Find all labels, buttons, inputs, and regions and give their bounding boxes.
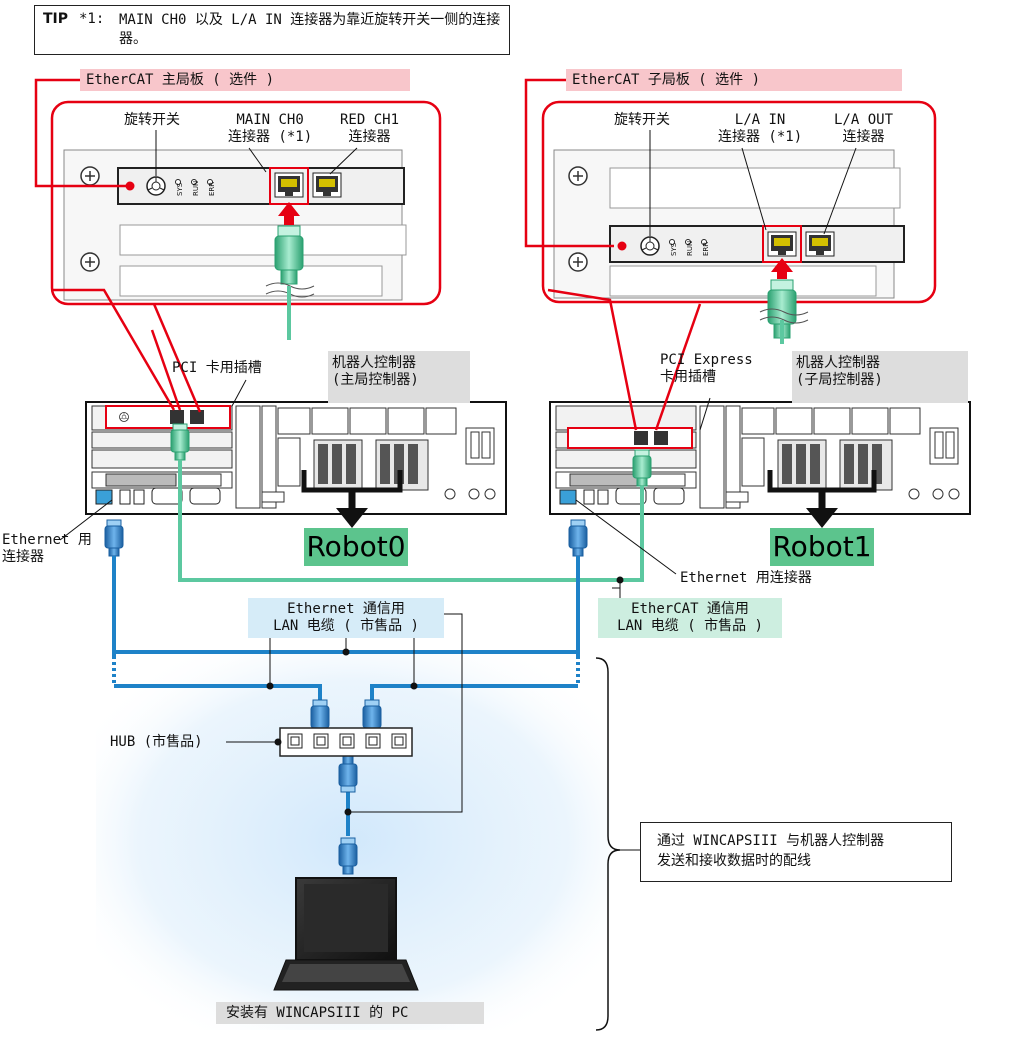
pc-label: 安装有 WINCAPSIII 的 PC — [216, 1002, 484, 1024]
ethernet-cables — [59, 499, 677, 875]
slave-rotary-label: 旋转开关 — [614, 112, 670, 128]
master-led-err: ERR — [208, 181, 216, 196]
master-conn2-label: RED CH1 连接器 — [340, 112, 400, 145]
master-slot-label: PCI 卡用插槽 — [172, 360, 262, 376]
note-box: 通过 WINCAPSIII 与机器人控制器 发送和接收数据时的配线 — [640, 822, 952, 882]
master-controller-label: 机器人控制器 (主局控制器) — [328, 351, 470, 403]
tip-tag: TIP — [43, 11, 69, 27]
tip-number: *1: — [79, 11, 105, 27]
ethercat-cable-label: EtherCAT 通信用 LAN 电缆 ( 市售品 ) — [598, 598, 782, 638]
master-rotary-label: 旋转开关 — [124, 112, 180, 128]
laptop-icon — [273, 877, 419, 991]
master-led-sys: SYS — [176, 182, 184, 196]
master-led-run: RUN — [192, 180, 200, 196]
slave-board-header: EtherCAT 子局板 ( 选件 ) — [566, 69, 902, 91]
slave-controller-label: 机器人控制器 (子局控制器) — [792, 351, 968, 403]
slave-led-err: ERR — [702, 241, 710, 256]
hub — [226, 727, 413, 757]
ethercat-cable — [170, 423, 652, 598]
slave-led-sys: SYS — [670, 242, 678, 256]
slave-conn1-label: L/A IN 连接器 (*1) — [718, 112, 803, 145]
robot0-arrow — [301, 470, 403, 528]
hub-label: HUB (市售品) — [110, 734, 203, 750]
robot0-label: Robot0 — [304, 528, 408, 566]
slave-led-run: RUN — [686, 240, 694, 256]
note-text: 通过 WINCAPSIII 与机器人控制器 发送和接收数据时的配线 — [657, 833, 885, 869]
slave-slot-label: PCI Express 卡用插槽 — [660, 352, 753, 385]
slave-conn2-label: L/A OUT 连接器 — [834, 112, 894, 145]
tip-box: TIP *1: MAIN CH0 以及 L/A IN 连接器为靠近旋转开关一侧的… — [34, 5, 510, 55]
master-board-header: EtherCAT 主局板 ( 选件 ) — [80, 69, 410, 91]
master-board-detail — [34, 78, 442, 340]
ethernet-left-label: Ethernet 用 连接器 — [2, 532, 92, 565]
tip-text: MAIN CH0 以及 L/A IN 连接器为靠近旋转开关一侧的连接器。 — [119, 12, 501, 47]
slave-board-detail — [524, 78, 937, 344]
ethernet-right-label: Ethernet 用连接器 — [680, 570, 812, 586]
slave-controller — [549, 397, 971, 515]
robot1-arrow — [767, 470, 877, 528]
ethernet-cable-label: Ethernet 通信用 LAN 电缆 ( 市售品 ) — [248, 598, 444, 638]
robot1-label: Robot1 — [770, 528, 874, 566]
master-conn1-label: MAIN CH0 连接器 (*1) — [228, 112, 313, 145]
